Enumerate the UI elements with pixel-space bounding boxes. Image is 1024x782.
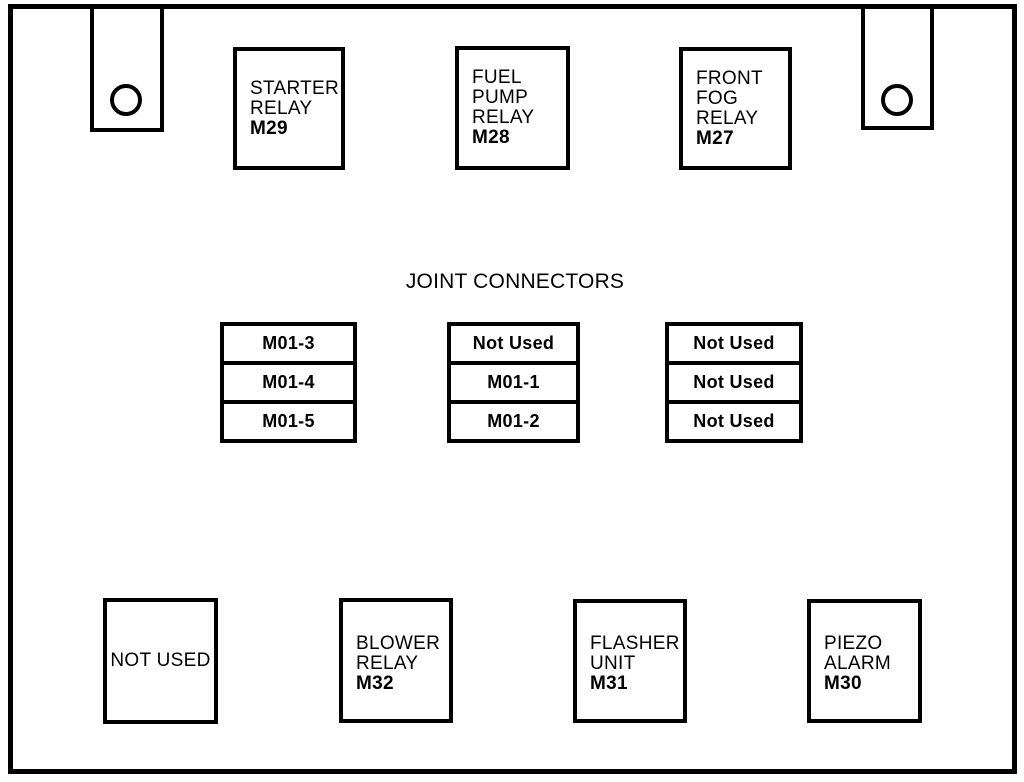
- connector-cell: Not Used: [693, 333, 775, 353]
- mounting-tab-right: [861, 9, 934, 130]
- relay-label-line: RELAY: [250, 97, 313, 119]
- relay-code: M28: [472, 127, 510, 148]
- relay-code: M31: [590, 673, 628, 694]
- relay-label-line: UNIT: [590, 653, 636, 674]
- outer-frame: [8, 4, 1017, 774]
- relay-code: M30: [824, 673, 862, 694]
- relay-label-line: RELAY: [472, 107, 535, 128]
- joint-connector-column-2: Not Used M01-1 M01-2: [447, 322, 580, 443]
- mounting-hole-icon: [881, 84, 913, 116]
- relay-label-line: FUEL: [472, 67, 522, 88]
- relay-label-line: RELAY: [356, 652, 419, 674]
- relay-label-line: PUMP: [472, 87, 529, 108]
- connector-cell: M01-4: [224, 361, 353, 400]
- joint-connector-column-3: Not Used Not Used Not Used: [665, 322, 803, 443]
- relay-flasher-unit-m31: FLASHER UNIT M31: [573, 599, 687, 723]
- connector-cell: Not Used: [669, 361, 799, 400]
- relay-label-line: FLASHER: [590, 633, 680, 654]
- mounting-hole-icon: [110, 84, 142, 116]
- relay-blower-m32: BLOWER RELAY M32: [339, 598, 453, 723]
- connector-cell: M01-1: [451, 361, 576, 400]
- relay-label-line: PIEZO: [824, 633, 883, 654]
- relay-front-fog-m27: FRONT FOG RELAY M27: [679, 47, 792, 170]
- slot-not-used: NOT USED: [103, 598, 218, 724]
- relay-label-line: RELAY: [696, 107, 759, 129]
- connector-cell: Not Used: [472, 333, 555, 353]
- relay-fuel-pump-m28: FUEL PUMP RELAY M28: [455, 46, 570, 170]
- connector-cell: Not Used: [669, 400, 799, 439]
- relay-code: M32: [356, 672, 394, 694]
- relay-label-line: FOG: [696, 87, 739, 109]
- relay-label-line: FRONT: [696, 67, 763, 89]
- relay-starter-m29: STARTER RELAY M29: [233, 47, 345, 170]
- relay-code: M27: [696, 127, 734, 149]
- joint-connector-column-1: M01-3 M01-4 M01-5: [220, 322, 357, 443]
- joint-connectors-title: JOINT CONNECTORS: [405, 270, 625, 293]
- relay-label-line: ALARM: [824, 653, 891, 674]
- relay-piezo-alarm-m30: PIEZO ALARM M30: [807, 599, 922, 723]
- relay-code: M29: [250, 117, 288, 139]
- connector-cell: M01-3: [262, 333, 315, 353]
- relay-label-line: BLOWER: [356, 632, 441, 654]
- relay-label-line: STARTER: [250, 77, 340, 99]
- connector-cell: M01-2: [451, 400, 576, 439]
- connector-cell: M01-5: [224, 400, 353, 439]
- slot-label: NOT USED: [110, 650, 211, 671]
